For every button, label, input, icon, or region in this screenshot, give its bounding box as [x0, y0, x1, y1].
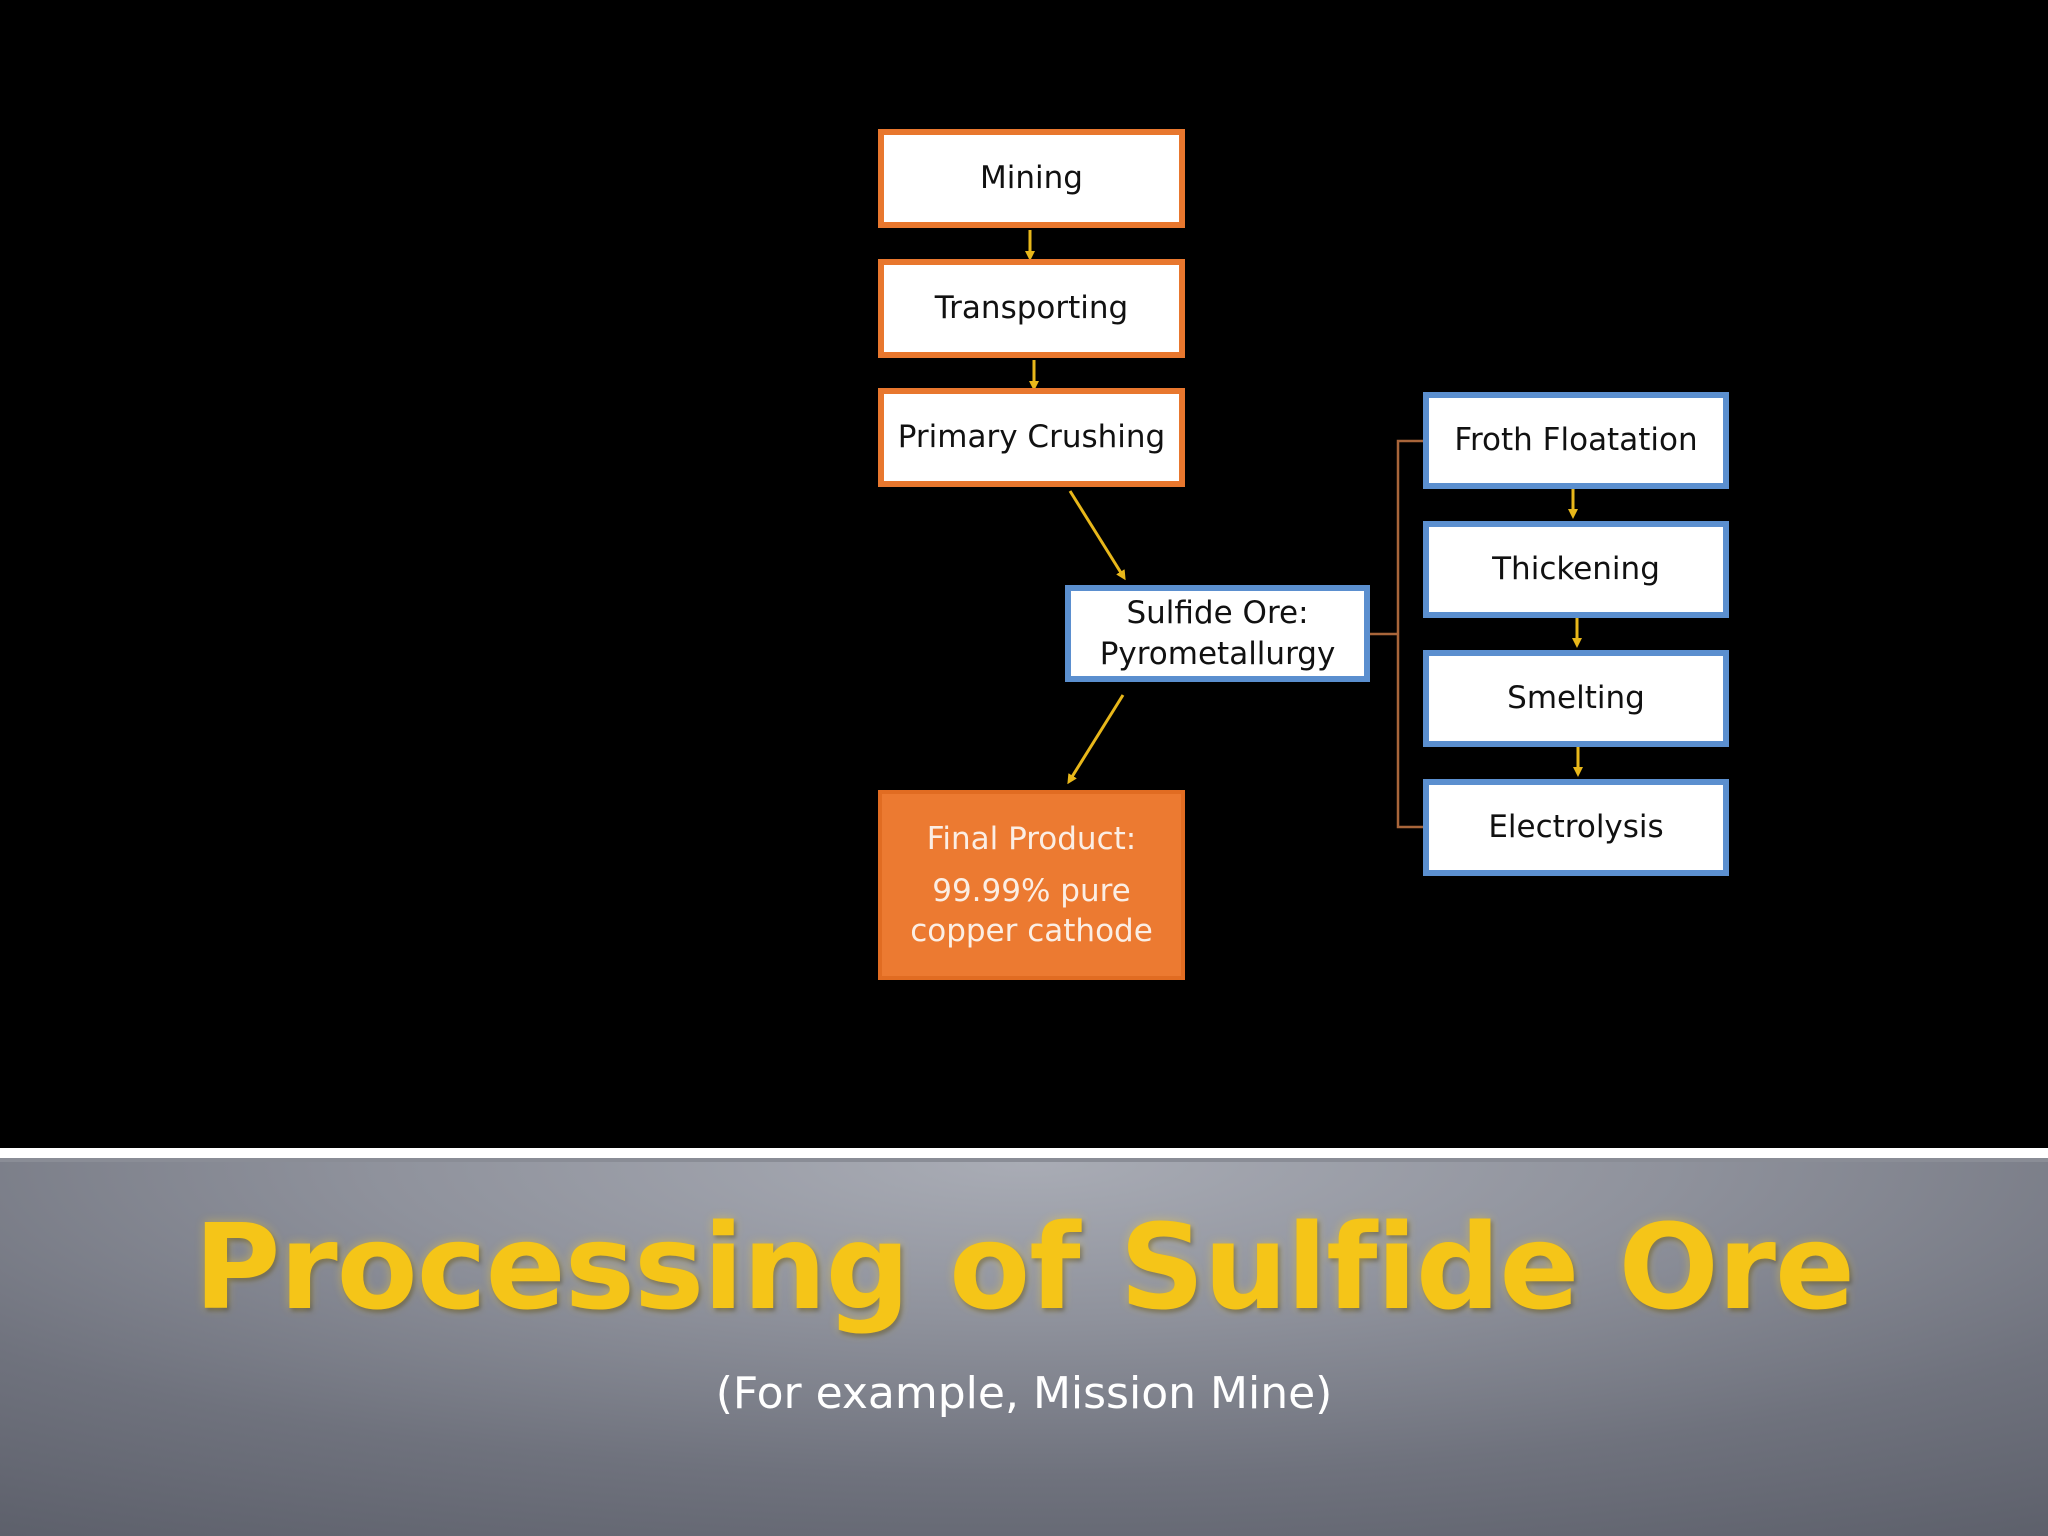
thickening-box: Thickening [1423, 521, 1729, 618]
primary-crushing-label: Primary Crushing [897, 419, 1166, 456]
divider-shadow [0, 1158, 2048, 1162]
smelting-label: Smelting [1507, 680, 1645, 717]
final-product-heading: Final Product: [926, 820, 1137, 857]
sulfide-ore-box: Sulfide Ore: Pyrometallurgy [1065, 585, 1370, 682]
electrolysis-box: Electrolysis [1423, 779, 1729, 876]
thickening-label: Thickening [1492, 551, 1660, 588]
diagram-connectors [1025, 230, 1583, 829]
sulfide-ore-label: Sulfide Ore: [1126, 595, 1309, 632]
process-flow-diagram: Mining Transporting Primary Crushing Sul… [878, 129, 1729, 980]
final-product-description: copper cathode [910, 913, 1153, 950]
mining-box: Mining [878, 129, 1185, 228]
title-band [0, 1162, 2048, 1536]
bracket-connector [1369, 439, 1423, 829]
mining-label: Mining [980, 160, 1083, 197]
final-product-purity: 99.99% pure [932, 872, 1131, 909]
arrow-crushing-to-sulfide-ore [1068, 490, 1126, 581]
arrow-sulfide-ore-to-final-product [1067, 694, 1125, 785]
electrolysis-label: Electrolysis [1488, 809, 1664, 846]
froth-floatation-box: Froth Floatation [1423, 392, 1729, 489]
slide-title: Processing of Sulfide Ore [193, 1198, 1855, 1336]
slide-subtitle: (For example, Mission Mine) [715, 1368, 1333, 1419]
pyrometallurgy-label: Pyrometallurgy [1099, 635, 1336, 672]
transporting-label: Transporting [934, 290, 1129, 327]
final-product-box: Final Product: 99.99% pure copper cathod… [878, 790, 1185, 980]
transporting-box: Transporting [878, 259, 1185, 358]
froth-floatation-label: Froth Floatation [1454, 422, 1698, 459]
primary-crushing-box: Primary Crushing [878, 388, 1185, 487]
smelting-box: Smelting [1423, 650, 1729, 747]
divider-line [0, 1148, 2048, 1158]
